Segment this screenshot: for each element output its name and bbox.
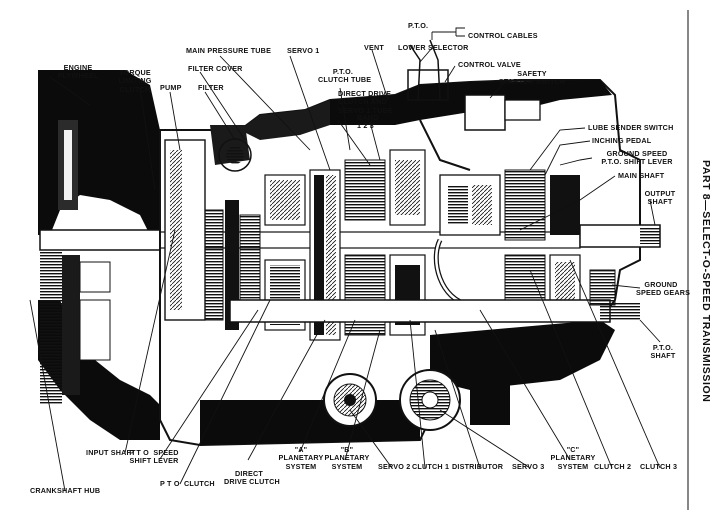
output-and-pto-shafts [229, 224, 661, 323]
label-clutch-2: CLUTCH 2 [594, 462, 632, 471]
label-vent: VENT [364, 43, 384, 52]
label-engine-flywheel: ENGINE FLYWHEEL [58, 63, 99, 81]
label-servo-3: SERVO 3 [512, 462, 545, 471]
label-clutch-3: CLUTCH 3 [640, 462, 678, 471]
label-main-pressure-tube: MAIN PRESSURE TUBE [186, 46, 272, 55]
label-control-cables: CONTROL CABLES [468, 31, 538, 40]
label-filter-cover: FILTER COVER [188, 64, 243, 73]
label-distributor: DISTRIBUTOR [452, 462, 504, 471]
label-torque-limiting-clutch: TORQUE LIMITING CLUTCH [118, 68, 152, 94]
label-servo-2: SERVO 2 [378, 462, 411, 471]
label-clutch-1: CLUTCH 1 [412, 462, 450, 471]
servo-discs [323, 369, 510, 431]
label-pto-speed-shift-lever: P T O SPEED SHIFT LEVER [129, 448, 179, 466]
pump-filter-assembly [164, 125, 252, 321]
label-control-valve: CONTROL VALVE [458, 60, 521, 69]
label-ground-speed-pto-shift-lever: GROUND SPEED P.T.O. SHIFT LEVER [601, 149, 673, 167]
label-main-shaft: MAIN SHAFT [618, 171, 665, 180]
label-lube-sender-switch: LUBE SENDER SWITCH [588, 123, 674, 132]
label-servo-1: SERVO 1 [287, 46, 320, 55]
label-direct-drive-servo-tube: DIRECT DRIVE CLUTCH AND SERVO 1 TUBE [338, 89, 393, 115]
label-lower-selector: LOWER SELECTOR [398, 43, 469, 52]
label-pump: PUMP [160, 83, 182, 92]
torque-limiting-clutch-pack [204, 200, 261, 330]
side-page-title-text: PART 8—SELECT-O-SPEED TRANSMISSION [700, 160, 712, 403]
side-page-title: PART 8—SELECT-O-SPEED TRANSMISSION [694, 160, 718, 500]
label-inching-pedal: INCHING PEDAL [592, 136, 652, 145]
leader-lines [29, 27, 661, 492]
label-pto-bracket: P.T.O. [408, 21, 429, 30]
label-direct-drive-clutch: DIRECT DRIVE CLUTCH [224, 469, 280, 487]
label-pto-clutch: P T O CLUTCH [160, 479, 215, 488]
label-output-shaft: OUTPUT SHAFT [644, 189, 676, 207]
label-safety-starter-switch: SAFETY STARTER SWITCH [498, 69, 566, 87]
flywheel-ring-gear [40, 245, 111, 405]
label-input-shaft: INPUT SHAFT [86, 448, 136, 457]
label-a-planetary-system: "A" PLANETARY SYSTEM [278, 445, 324, 471]
label-filter: FILTER [198, 83, 224, 92]
label-b-planetary-system: "B" PLANETARY SYSTEM [324, 445, 370, 471]
label-c-planetary-system: "C" PLANETARY SYSTEM [550, 445, 596, 471]
label-band: BAND [357, 113, 379, 122]
control-linkage [407, 39, 541, 171]
label-pto-clutch-tube: P.T.O. CLUTCH TUBE [318, 67, 372, 85]
label-ground-speed-gears: GROUND SPEED GEARS [636, 280, 691, 298]
label-crankshaft-hub: CRANKSHAFT HUB [30, 486, 101, 495]
label-pto-shaft: P.T.O. SHAFT [650, 343, 676, 361]
label-band-numbers: 1 2 3 [357, 121, 374, 130]
